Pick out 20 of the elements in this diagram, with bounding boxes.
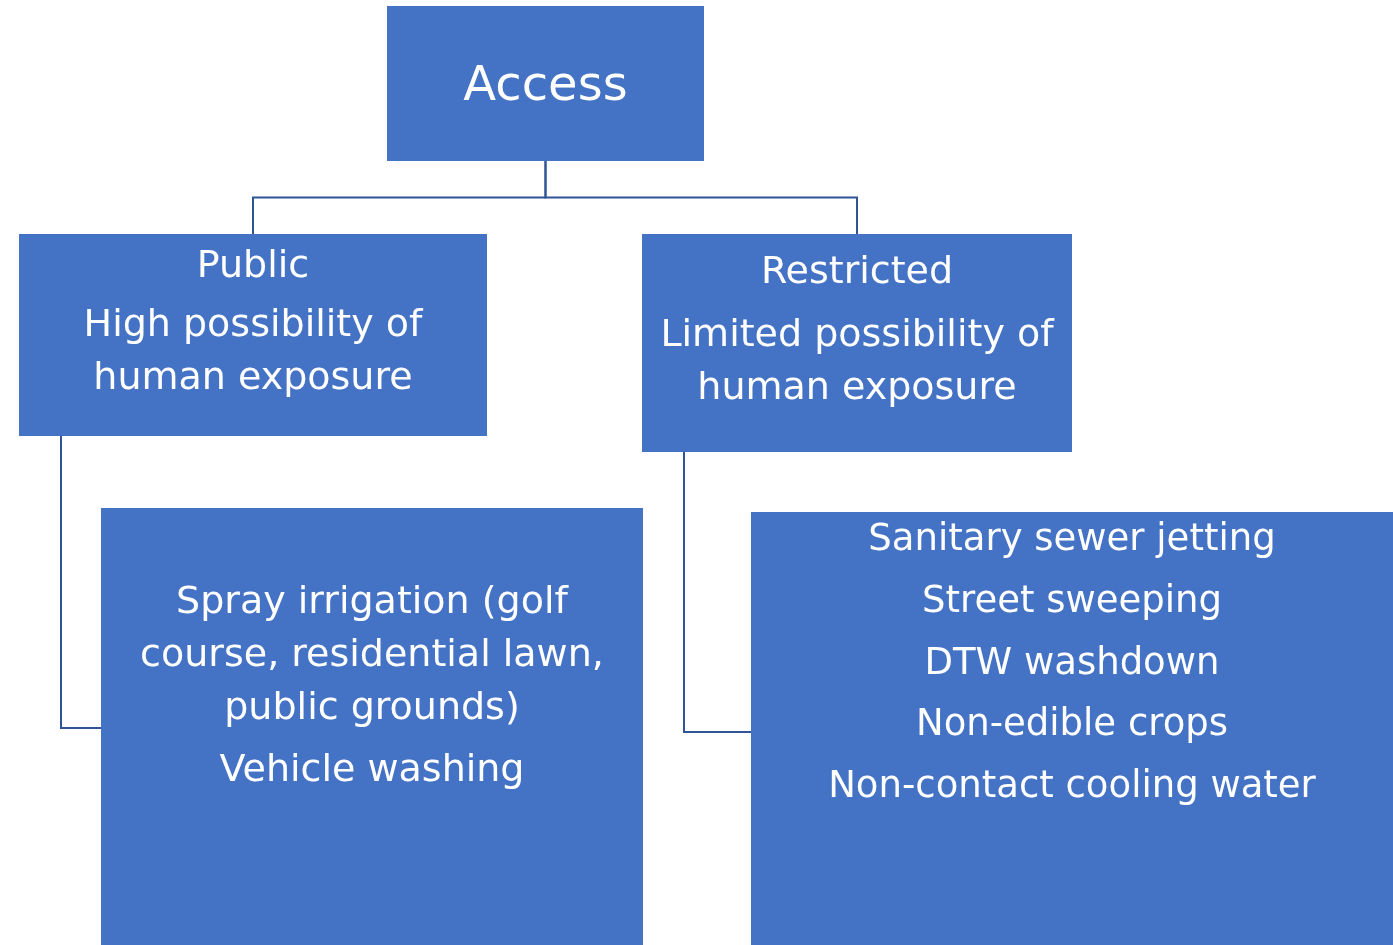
box-text: Vehicle washing [219, 744, 525, 792]
box-text: DTW washdown [924, 638, 1220, 685]
connector-line [683, 451, 752, 733]
box-text: Spray irrigation (golf course, residential lawn, public grounds) [139, 577, 605, 731]
box-text: Street sweeping [922, 576, 1222, 623]
box-heading: Restricted [760, 247, 954, 294]
box-text: Non-edible crops [915, 700, 1229, 747]
process-box [387, 6, 704, 161]
box-text: High possibility of human exposure [82, 300, 424, 401]
process-box [19, 234, 487, 436]
process-box [642, 234, 1072, 452]
process-box [101, 508, 643, 945]
connector-line [60, 435, 102, 729]
box-heading: Public [196, 241, 310, 288]
box-text: Non-contact cooling water [828, 762, 1316, 809]
connector-line [544, 160, 858, 235]
box-text: Sanitary sewer jetting [868, 515, 1276, 561]
box-text: Limited possibility of human exposure [659, 310, 1056, 411]
box-text: Access [463, 53, 628, 113]
process-box [751, 512, 1393, 945]
